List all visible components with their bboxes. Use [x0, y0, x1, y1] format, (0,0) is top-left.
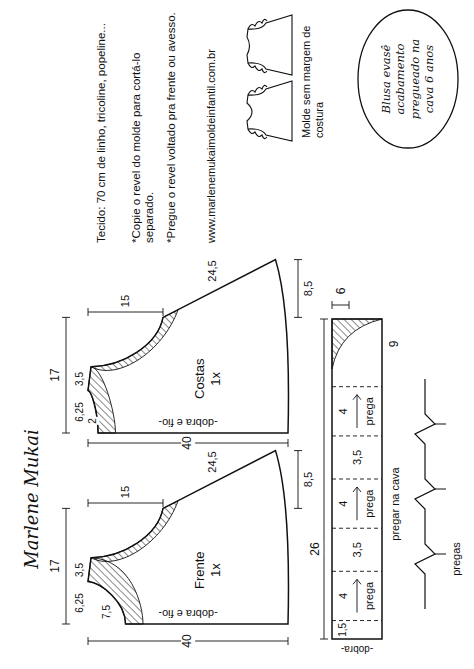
pattern-piece-outline: [88, 260, 288, 433]
dimension-label: 2: [87, 417, 99, 425]
title-balloon: Blusa evasê acabamento pregueado na cava…: [357, 9, 459, 149]
title-text: Blusa evasê acabamento pregueado na cava…: [379, 33, 437, 125]
ruffle-sketch: [248, 85, 267, 138]
note-text: *Copie o revel do molde para cortá-lo se…: [130, 10, 156, 244]
dimension-line: [320, 319, 328, 639]
dimension-label: 6,25: [74, 401, 86, 422]
dimension-label: 40: [181, 435, 195, 450]
dimension-label: 8,5: [302, 471, 315, 488]
pleat-line: [332, 435, 382, 436]
pattern-piece: Costas1x: [190, 355, 227, 403]
cut-count: 1x: [208, 359, 224, 399]
pattern-piece: Frente1x: [190, 547, 227, 593]
blouse-back-sketch: [247, 15, 292, 75]
blouse-back-outline: [247, 15, 292, 75]
pleat-stem: [435, 424, 446, 554]
armhole-facing: [91, 501, 178, 562]
pleat-line: [332, 386, 382, 387]
dimension-label: 15: [119, 294, 132, 308]
dimension-label: 8,5: [302, 280, 315, 297]
dimension-label: 1,5: [337, 622, 349, 638]
balloon-outline: [358, 10, 458, 148]
pleat-arrow: [353, 579, 361, 612]
dimension-label: 4: [337, 500, 350, 508]
dimension-line: [88, 308, 163, 316]
pleat-line: [332, 571, 382, 572]
blouse-front-sketch: [247, 81, 292, 141]
website-text: www.marlenemukaimoldeinfantil.com.br: [205, 7, 218, 244]
dimension-label: 3,5: [351, 541, 364, 558]
pleat-line: [332, 528, 382, 529]
ruffle-sketch: [248, 19, 267, 72]
pleat-arrow: [353, 395, 361, 428]
pleat-label: pregas: [450, 541, 463, 577]
pleat-label: prega: [363, 396, 376, 426]
pleat-label: prega: [363, 581, 376, 611]
dimension-label: 3,5: [74, 371, 86, 387]
note-text: Molde sem margem de costura: [300, 12, 325, 139]
dimension-label: 26: [309, 541, 323, 556]
dimension-label: 7,5: [101, 604, 113, 620]
pleat-arrow: [353, 487, 361, 520]
blouse-sketch: [247, 15, 292, 141]
dimension-label: 17: [49, 367, 63, 382]
fold-label: -dobra-: [340, 643, 374, 655]
dimension-label: 17: [49, 558, 63, 573]
dimension-label: 15: [119, 485, 132, 499]
dimension-label: 6,25: [74, 592, 86, 613]
ruffle-strip: [332, 319, 382, 639]
neck-facing: [88, 367, 116, 433]
note-text: Tecido: 70 cm de linho, tricoline, popel…: [95, 10, 108, 244]
dimension-label: 3,5: [74, 562, 86, 578]
dimension-line: [332, 301, 349, 309]
pleat-label: prega: [363, 489, 376, 519]
dimension-label: 4: [337, 407, 350, 415]
neck-facing: [88, 558, 143, 624]
pattern-piece-outline: [88, 451, 288, 624]
strip-facing: [332, 319, 382, 369]
piece-name: Costas: [192, 359, 208, 399]
pleat-line: [332, 479, 382, 480]
signature: Marlene Mukai: [22, 428, 43, 570]
dimension-label: 4: [337, 592, 350, 600]
dimension-label: 6: [335, 287, 349, 296]
fold-label: -dobra e fio-: [157, 417, 218, 430]
dimension-label: 40: [181, 633, 195, 648]
dimension-label: 24,5: [206, 450, 219, 473]
dimension-label: 9: [388, 340, 402, 349]
instruction-label: pregar na cava: [389, 466, 402, 541]
dimension-label: 24,5: [206, 259, 219, 282]
fold-label: -dobra e fio-: [157, 608, 218, 621]
dimension-line: [88, 499, 163, 507]
armhole-facing: [91, 310, 178, 371]
pleat-zigzag: [415, 379, 435, 609]
note-text: *Pregue o revel voltado pra frente ou av…: [165, 10, 178, 244]
dimension-line: [62, 508, 70, 624]
cut-count: 1x: [208, 551, 224, 589]
dimension-label: 3,5: [351, 449, 364, 466]
pleat-sketch: [415, 379, 446, 609]
dimension-line: [62, 317, 70, 433]
piece-name: Frente: [192, 551, 208, 589]
